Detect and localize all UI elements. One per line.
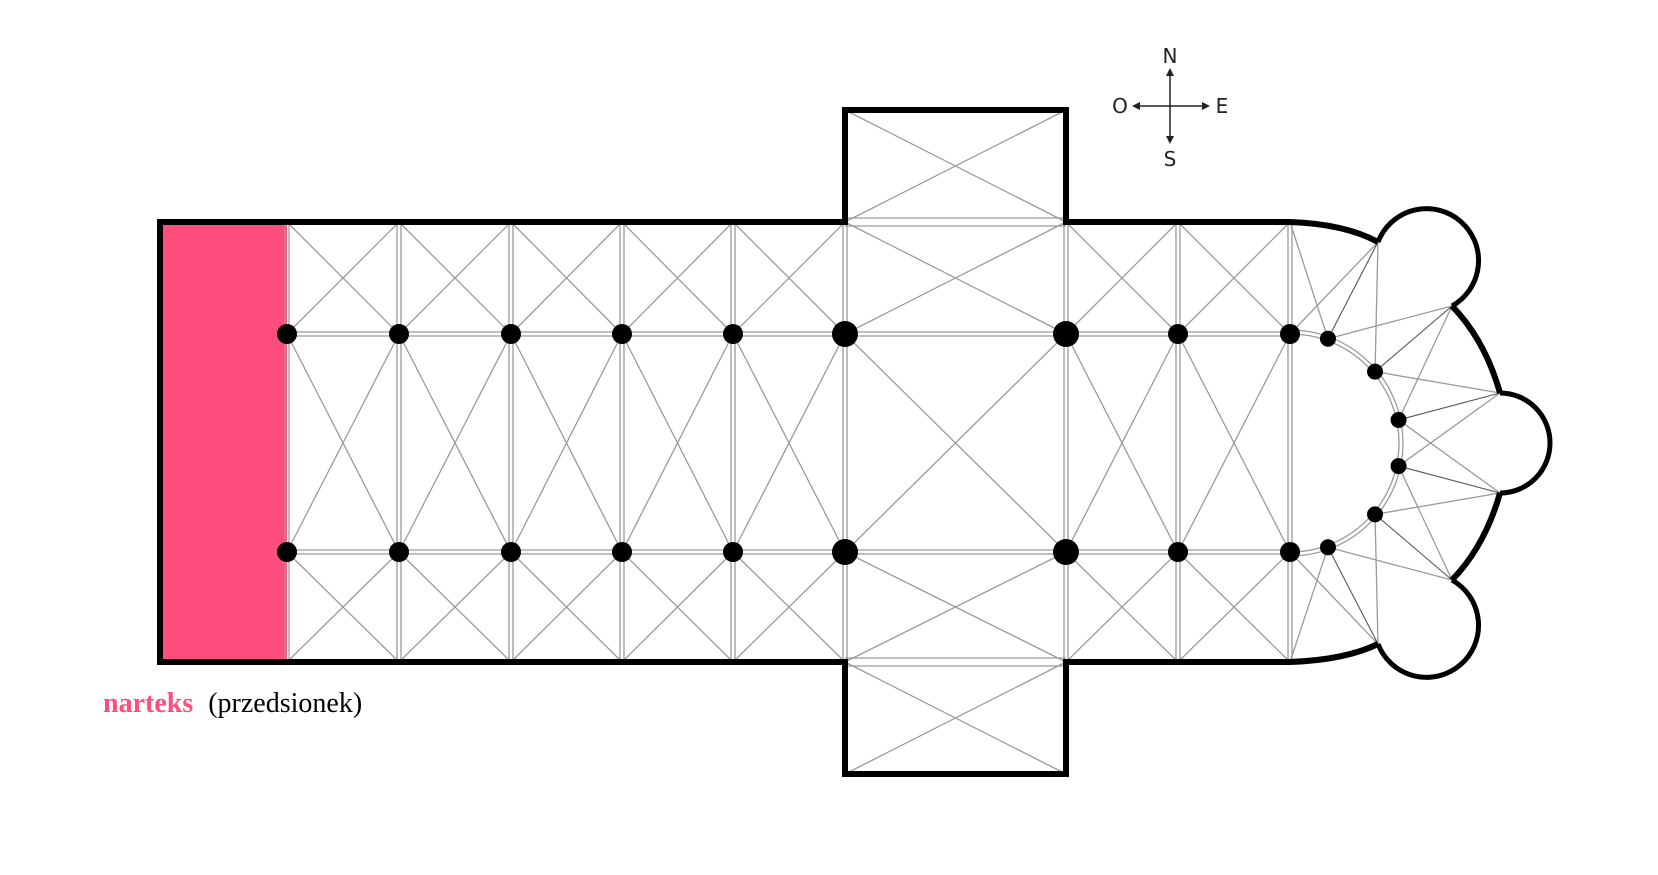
pillar bbox=[723, 324, 743, 344]
compass-south-label: S bbox=[1164, 147, 1177, 171]
apse-chapels bbox=[1375, 206, 1553, 680]
caption: narteks (przedsionek) bbox=[103, 688, 362, 719]
pillar bbox=[723, 542, 743, 562]
nave-wall bbox=[157, 107, 1290, 777]
pillar bbox=[501, 324, 521, 344]
pillar bbox=[1280, 542, 1300, 562]
pillar bbox=[832, 539, 858, 565]
compass-west-label: O bbox=[1112, 94, 1128, 118]
pillar bbox=[832, 321, 858, 347]
compass-rose bbox=[1132, 68, 1210, 144]
compass-north-label: N bbox=[1163, 44, 1178, 68]
pillar bbox=[1168, 542, 1188, 562]
caption-rest: (przedsionek) bbox=[208, 688, 362, 719]
structural-ribs bbox=[1327, 241, 1501, 645]
pillar bbox=[1168, 324, 1188, 344]
pillar bbox=[277, 542, 297, 562]
pillar bbox=[1367, 506, 1384, 523]
pillar bbox=[1319, 539, 1336, 556]
pillar bbox=[277, 324, 297, 344]
pillar bbox=[1390, 411, 1407, 428]
pillar bbox=[389, 324, 409, 344]
compass-east-label: E bbox=[1216, 94, 1229, 118]
apse-wall-ne bbox=[1449, 303, 1503, 394]
pillar bbox=[612, 324, 632, 344]
pillars bbox=[277, 321, 1407, 565]
apse-wall-south bbox=[1289, 641, 1380, 665]
narthex-area bbox=[160, 222, 287, 662]
chapel-east bbox=[1499, 390, 1553, 496]
pillar bbox=[501, 542, 521, 562]
pillar bbox=[1390, 458, 1407, 475]
chapel-north bbox=[1375, 206, 1481, 309]
apse-wall-se bbox=[1449, 492, 1503, 583]
pillar bbox=[1367, 363, 1384, 380]
vault-lines bbox=[284, 109, 1501, 775]
outer-walls bbox=[157, 107, 1503, 777]
pillar bbox=[389, 542, 409, 562]
pillar bbox=[1280, 324, 1300, 344]
pillar bbox=[1319, 330, 1336, 347]
caption-highlight: narteks bbox=[103, 688, 193, 719]
pillar bbox=[612, 542, 632, 562]
pillar bbox=[1053, 539, 1079, 565]
apse-wall-north bbox=[1289, 219, 1380, 245]
pillar bbox=[1053, 321, 1079, 347]
chapel-south bbox=[1375, 577, 1481, 680]
